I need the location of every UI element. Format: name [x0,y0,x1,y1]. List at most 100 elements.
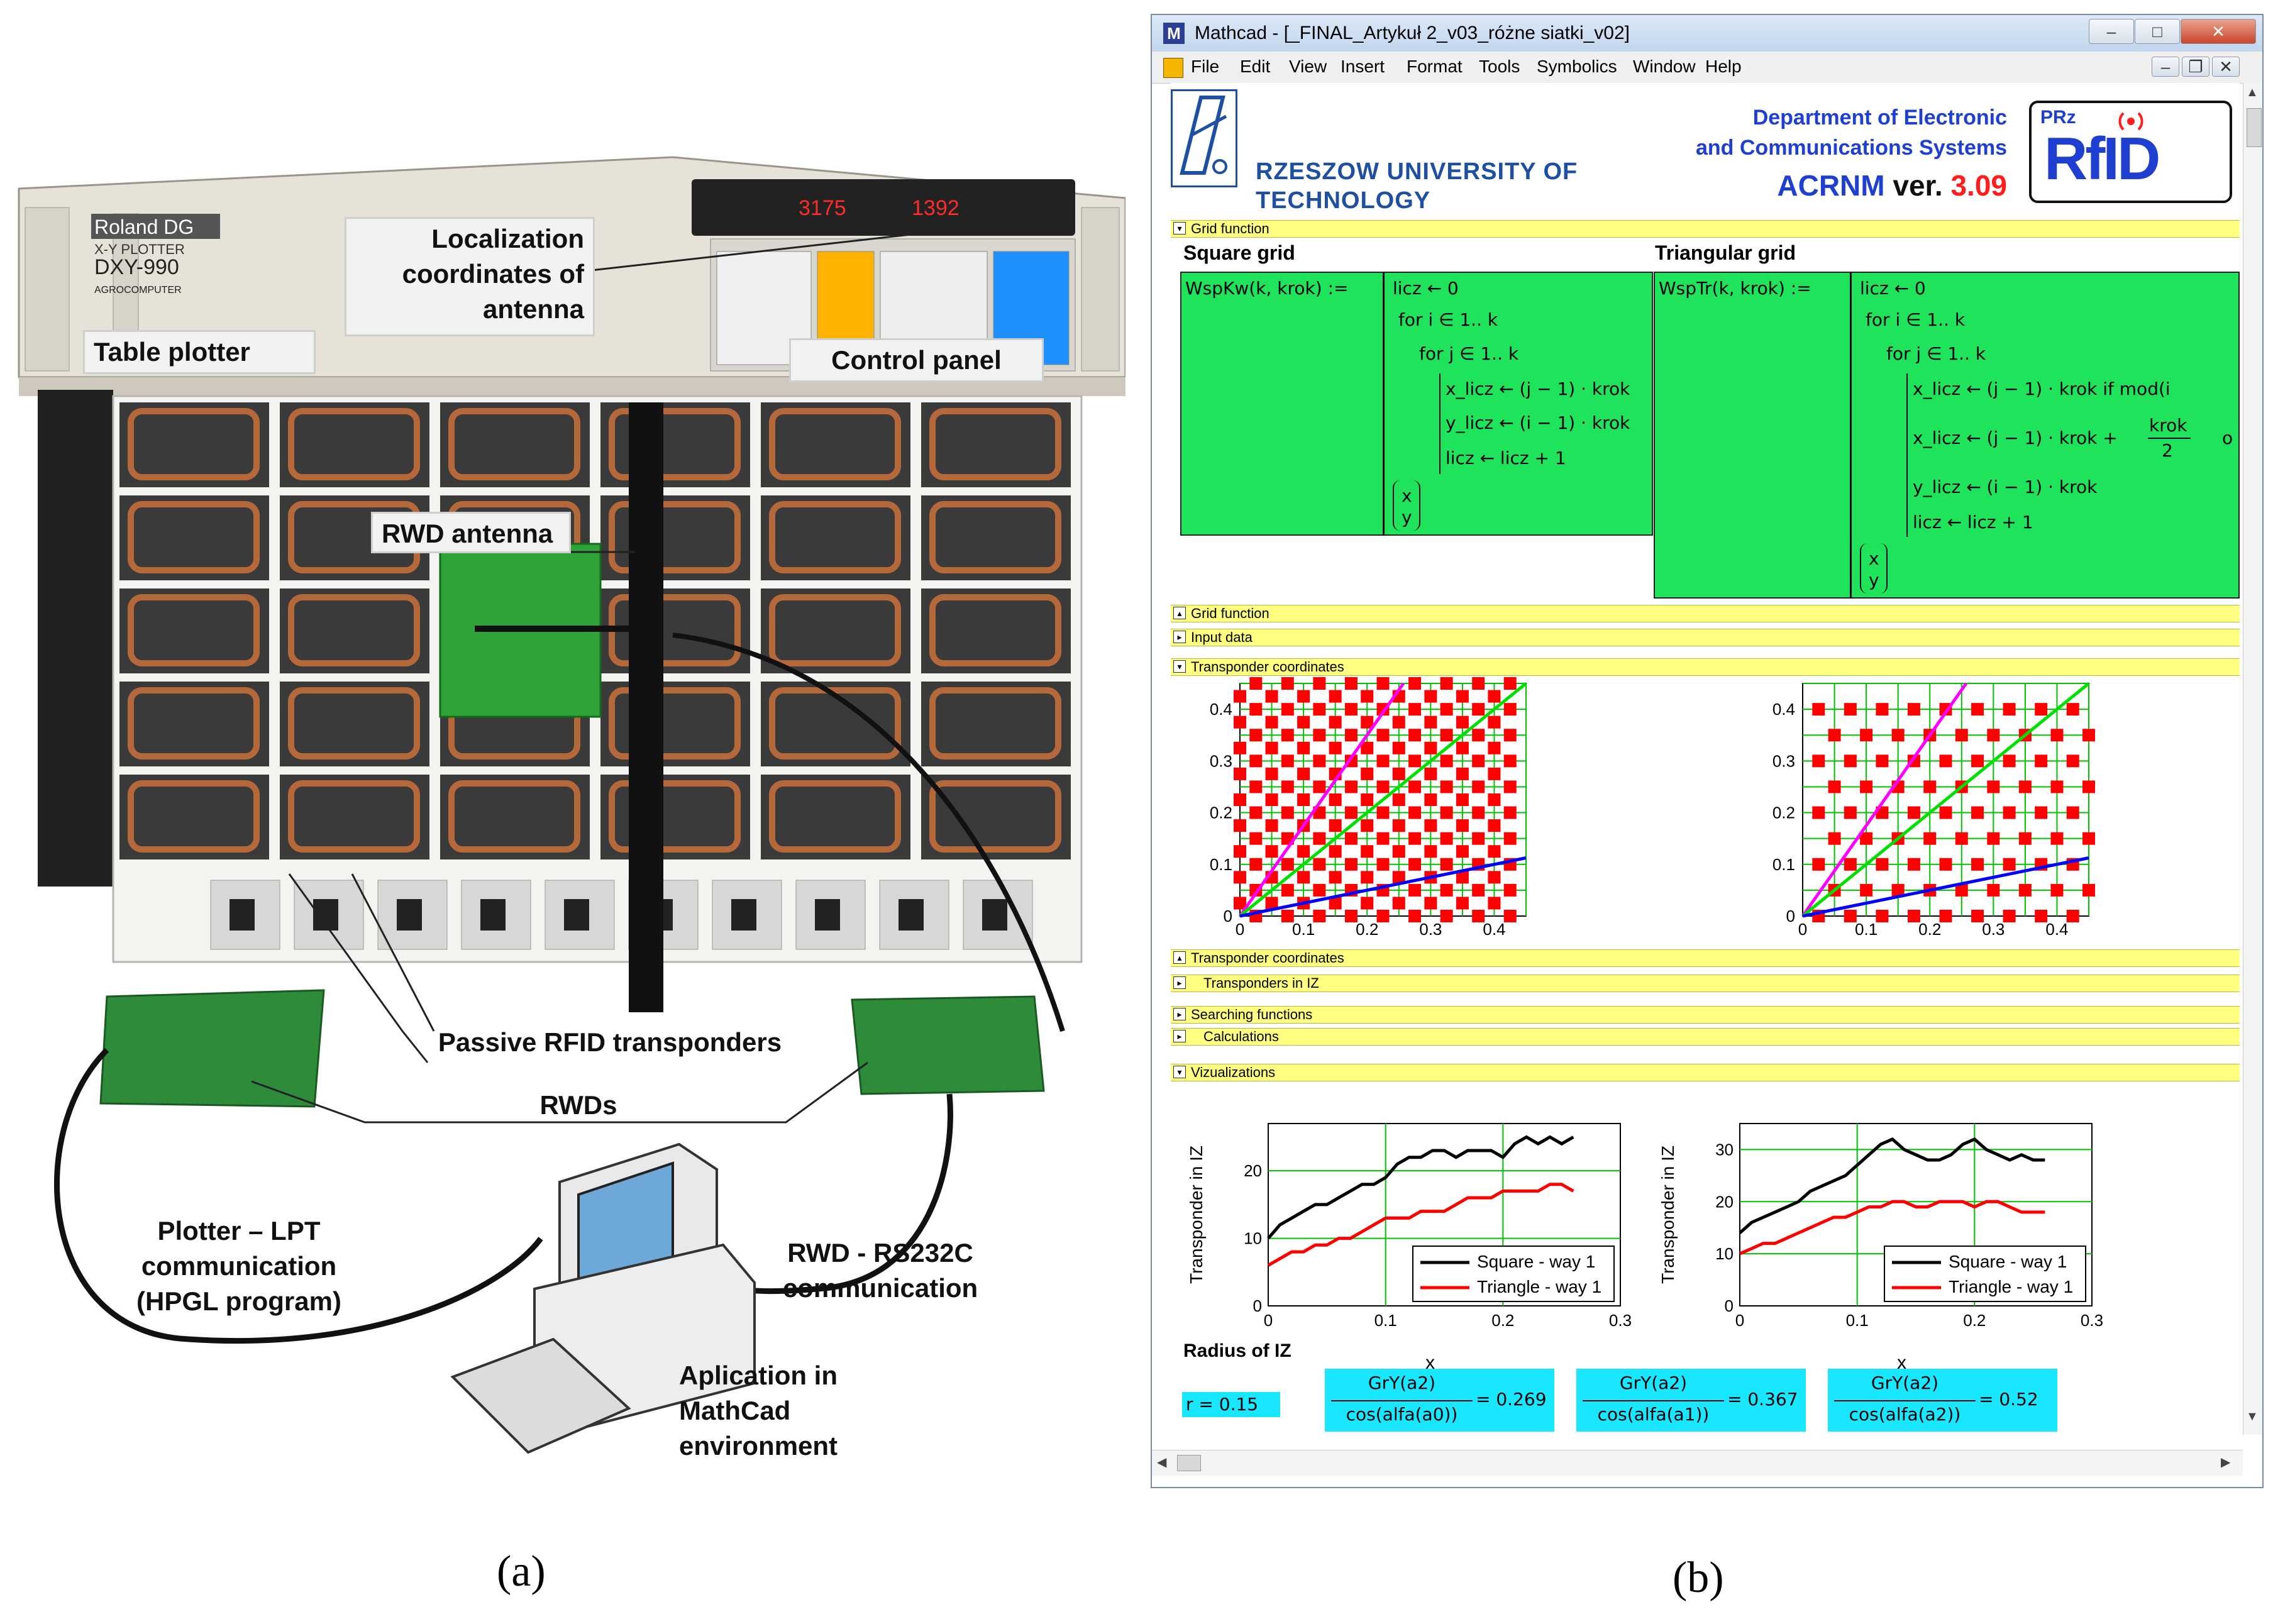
transponder-point [1361,741,1374,754]
collapse-icon[interactable]: ▴ [1173,607,1186,619]
menu-insert[interactable]: Insert [1341,57,1385,76]
vertical-scrollbar[interactable]: ▲ ▼ [2243,83,2262,1435]
formula-box[interactable]: GrY(a2)cos(alfa(a1))= 0.367 [1576,1369,1806,1432]
collapse-icon[interactable]: ▴ [1173,951,1186,964]
transponder-point [1456,741,1469,754]
antenna-cable [672,632,1065,1032]
square-program-bar [1383,273,1385,536]
transponder-point [1907,858,1920,871]
region-transponders-in-iz[interactable]: ▸Transponders in IZ [1171,975,2240,992]
transponder-point [1361,845,1374,858]
formula-box[interactable]: GrY(a2)cos(alfa(a0))= 0.269 [1325,1369,1554,1432]
region-transponder-coordinates-bottom[interactable]: ▴Transponder coordinates [1171,949,2240,967]
region-vizualizations[interactable]: ▾Vizualizations [1171,1064,2240,1081]
transponder-point [1249,832,1263,845]
scroll-thumb[interactable] [2247,108,2262,147]
maximize-button[interactable]: □ [2135,19,2180,44]
close-button[interactable]: ✕ [2181,19,2256,44]
menu-tools[interactable]: Tools [1479,57,1520,76]
doc-restore-button[interactable]: ❐ [2182,57,2209,77]
transponder-point [1249,780,1263,793]
collapse-icon[interactable]: ▾ [1173,222,1186,235]
scroll-up-arrow-icon[interactable]: ▲ [2246,86,2259,99]
transponder-coil [288,408,420,480]
collapse-icon[interactable]: ▾ [1173,660,1186,673]
menu-format[interactable]: Format [1407,57,1463,76]
collapse-icon[interactable]: ▾ [1173,1066,1186,1078]
transponder-card [761,588,910,673]
transponder-point [1297,845,1310,858]
radius-value[interactable]: r = 0.15 [1182,1392,1280,1417]
menu-window[interactable]: Window [1633,57,1696,76]
scroll-h-thumb[interactable] [1177,1455,1201,1471]
rfid-tag-chip [230,899,255,931]
label-plotter-lpt: Plotter – LPT communication (HPGL progra… [136,1216,341,1316]
transponder-point [1281,858,1294,871]
transponder-point [1313,677,1326,690]
region-input-data[interactable]: ▸Input data [1171,629,2240,646]
transponder-point [1265,741,1278,754]
transponder-card [600,495,750,580]
y-tick-label: 0.2 [1772,804,1795,822]
square-grid-plot[interactable]: 000.10.10.20.20.30.30.40.4 [1183,677,1535,947]
expand-icon[interactable]: ▸ [1173,631,1186,643]
worksheet[interactable]: RZESZOW UNIVERSITY OF TECHNOLOGY Departm… [1171,83,2240,1435]
transponder-point [1971,806,1984,819]
transponder-point [1392,767,1405,780]
region-label: Grid function [1191,605,1269,621]
expand-icon[interactable]: ▸ [1173,976,1186,989]
transponder-card [761,402,910,487]
menu-view[interactable]: View [1289,57,1327,76]
y-display-value: 1392 [912,196,960,220]
horizontal-scrollbar[interactable]: ◀ ▶ [1152,1450,2243,1476]
title-bar: M Mathcad - [_FINAL_Artykuł 2_v03_różne … [1152,15,2262,52]
tri-line-3: for j ∈ 1.. k [1886,343,1986,364]
left-side-panel [38,390,113,887]
formula-box[interactable]: GrY(a2)cos(alfa(a2))= 0.52 [1828,1369,2057,1432]
minimize-button[interactable]: – [2089,19,2134,44]
document-icon [1163,58,1183,78]
transponder-point [1456,715,1469,729]
scroll-right-arrow-icon[interactable]: ▶ [2221,1456,2231,1469]
transponder-point [1361,767,1374,780]
doc-minimize-button[interactable]: – [2152,57,2179,77]
rfid-tag-chip [731,899,756,931]
transponder-point [1440,832,1453,845]
doc-close-button[interactable]: ✕ [2212,57,2240,77]
square-grid-program[interactable]: WspKw(k, krok) := licz ← 0 for i ∈ 1.. k… [1180,272,1653,536]
pointer-line-transponders-2 [351,873,435,1032]
menu-symbolics[interactable]: Symbolics [1537,57,1617,76]
transponder-coil [929,780,1061,853]
region-calculations[interactable]: ▸Calculations [1171,1028,2240,1046]
expand-icon[interactable]: ▸ [1173,1030,1186,1042]
transponder-point [1503,754,1517,768]
region-grid-function-top[interactable]: ▾Grid function [1171,220,2240,238]
region-transponder-coordinates-top[interactable]: ▾Transponder coordinates [1171,658,2240,676]
menu-help[interactable]: Help [1705,57,1742,76]
transponder-point [1472,677,1485,690]
transponder-point [1971,858,1984,871]
transponder-point [2050,883,2064,897]
menu-edit[interactable]: Edit [1240,57,1271,76]
region-searching-functions[interactable]: ▸Searching functions [1171,1006,2240,1024]
transponder-point [1344,858,1358,871]
transponder-point [1955,883,1968,897]
label-rwds: RWDs [539,1090,617,1120]
plotter-arm [629,402,663,1012]
transponder-point [1876,754,1889,768]
menu-file[interactable]: File [1191,57,1220,76]
scroll-down-arrow-icon[interactable]: ▼ [2246,1410,2259,1423]
triangular-grid-program[interactable]: WspTr(k, krok) := licz ← 0 for i ∈ 1.. k… [1654,272,2240,599]
transponder-point [1488,819,1501,832]
transponder-point [1971,703,1984,716]
transponder-point [1860,780,1873,793]
label-rwd-antenna: RWD antenna [371,512,571,553]
transponder-point [1812,703,1825,716]
region-grid-function-bottom[interactable]: ▴ Grid function [1171,605,2240,622]
triangular-grid-plot[interactable]: 000.10.10.20.20.30.30.40.4 [1746,677,2098,947]
scroll-left-arrow-icon[interactable]: ◀ [1157,1456,1167,1469]
expand-icon[interactable]: ▸ [1173,1008,1186,1020]
transponder-point [1361,690,1374,703]
